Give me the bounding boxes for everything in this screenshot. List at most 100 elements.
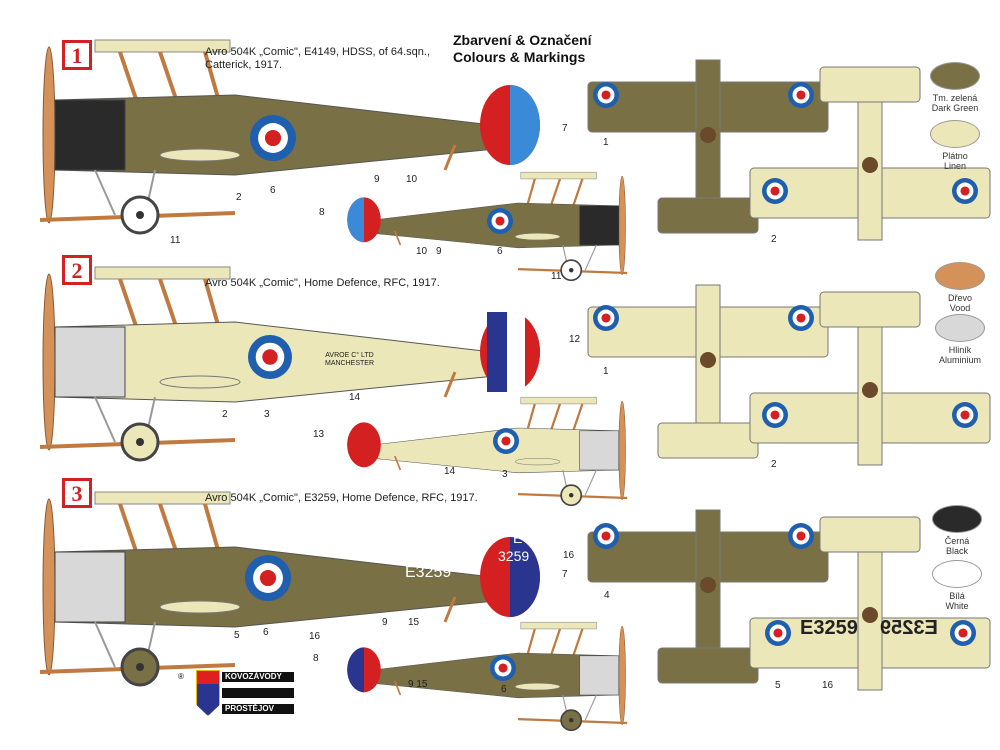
swatch-label-cz: Hliník (948, 345, 972, 355)
logo-middle-bar (222, 688, 294, 698)
roundel-icon (952, 178, 978, 204)
roundel-icon (490, 655, 516, 681)
callout-number: 15 (408, 617, 420, 628)
callout-number: 7 (562, 569, 568, 580)
callout-number: 11 (170, 235, 181, 246)
scheme-1-drawings (38, 38, 991, 282)
callout-number: 14 (444, 466, 456, 477)
marking-line: MANCHESTER (325, 360, 375, 367)
roundel-icon (762, 402, 788, 428)
callout-number: 16 (822, 680, 834, 691)
scheme-2-badge: 2 (62, 255, 92, 285)
swatch-label-en: Aluminium (938, 355, 981, 365)
scheme-3-small-side-view (346, 621, 629, 732)
callout-number: 16 (309, 631, 321, 642)
colour-chip (935, 262, 985, 290)
swatch-label-en: White (945, 601, 969, 611)
logo-shield-icon (196, 670, 220, 716)
marking-line: AVROE C° LTD (325, 352, 374, 359)
roundel-icon (245, 555, 291, 601)
caption-line: Avro 504K „Comic", E4149, HDSS, of 64.sq… (205, 46, 431, 58)
callout-number: 5 (234, 630, 240, 641)
callout-number: 8 (313, 653, 319, 664)
roundel-icon (952, 402, 978, 428)
logo-line-1: KOVOZÁVODY (222, 672, 294, 682)
roundel-icon (762, 178, 788, 204)
registered-mark: ® (178, 672, 184, 681)
title-czech: Zbarvení & Označení (453, 32, 592, 48)
scheme-2-small-side-view (346, 396, 629, 507)
callout-number: 3 (264, 409, 270, 420)
swatch-label-en: Black (945, 546, 968, 556)
scheme-1-badge: 1 (62, 40, 92, 70)
swatch-dark-green: Tm. zelená Dark Green (920, 62, 990, 113)
roundel-icon (593, 523, 619, 549)
callout-number: 8 (319, 207, 325, 218)
callout-number: 10 (416, 246, 428, 257)
roundel-icon (250, 115, 296, 161)
scheme-2-caption: Avro 504K „Comic", Home Defence, RFC, 19… (205, 277, 440, 289)
swatch-linen: Plátno Linen (920, 120, 990, 171)
scheme-3-side-view (38, 490, 542, 687)
roundel-icon (765, 620, 791, 646)
fuselage-serial: E3259 (405, 564, 452, 581)
swatch-label-cz: Plátno (942, 151, 968, 161)
callout-number: 4 (604, 590, 610, 601)
callout-number: 2 (771, 459, 777, 470)
scheme-1-small-side-view (346, 171, 629, 282)
roundel-icon (487, 208, 513, 234)
callout-number: 7 (562, 123, 568, 134)
swatch-label-en: Vood (949, 303, 971, 313)
callout-number: 6 (497, 246, 503, 257)
callout-number: 10 (406, 174, 418, 185)
callout-number: 14 (349, 392, 361, 403)
underwing-serial-right: E3259 (880, 617, 938, 639)
title-english: Colours & Markings (453, 49, 586, 65)
swatch-label-cz: Tm. zelená (932, 93, 978, 103)
callout-number: 9 (382, 617, 388, 628)
callout-number: 5 (775, 680, 781, 691)
manufacturer-marking: AVROE C° LTD MANCHESTER (325, 352, 374, 368)
caption-line: Catterick, 1917. (205, 59, 283, 71)
callout-number: 16 (563, 550, 575, 561)
scheme-2-drawings (38, 265, 991, 507)
colour-chip (932, 505, 982, 533)
callout-number: 6 (263, 627, 269, 638)
roundel-icon (788, 523, 814, 549)
swatch-wood: Dřevo Vood (925, 262, 995, 313)
swatch-white: Bílá White (922, 560, 992, 611)
sheet-title: Zbarvení & Označení Colours & Markings (453, 32, 591, 66)
callout-number: 9 (374, 174, 380, 185)
swatch-label-cz: Dřevo (947, 293, 972, 303)
callout-number: 6 (501, 684, 507, 695)
colour-chip (935, 314, 985, 342)
scheme-3-badge: 3 (62, 478, 92, 508)
roundel-icon (950, 620, 976, 646)
roundel-icon (788, 82, 814, 108)
callout-number: 6 (270, 185, 276, 196)
swatch-label-en: Dark Green (931, 103, 979, 113)
callout-number: 2 (771, 234, 777, 245)
callout-number: 11 (551, 271, 562, 282)
underwing-serial-left: E3259 (800, 617, 858, 639)
callout-number: 2 (222, 409, 228, 420)
roundel-icon (593, 82, 619, 108)
callout-number: 9 (436, 246, 442, 257)
colour-chip (930, 120, 980, 148)
colour-chip (930, 62, 980, 90)
swatch-aluminium: Hliník Aluminium (925, 314, 995, 365)
roundel-icon (493, 428, 519, 454)
callout-number: 9 15 (408, 679, 428, 690)
callout-number: 12 (569, 334, 581, 345)
callout-number: 1 (603, 137, 609, 148)
roundel-icon (788, 305, 814, 331)
logo-line-2: PROSTĚJOV (222, 704, 294, 714)
kovozavody-prostejov-logo: ® KOVOZÁVODY PROSTĚJOV (178, 670, 296, 716)
swatch-label-cz: Bílá (949, 591, 965, 601)
callout-number: 1 (603, 366, 609, 377)
roundel-icon (248, 335, 292, 379)
swatch-label-en: Linen (943, 161, 967, 171)
roundel-icon (593, 305, 619, 331)
swatch-label-cz: Černá (944, 536, 970, 546)
